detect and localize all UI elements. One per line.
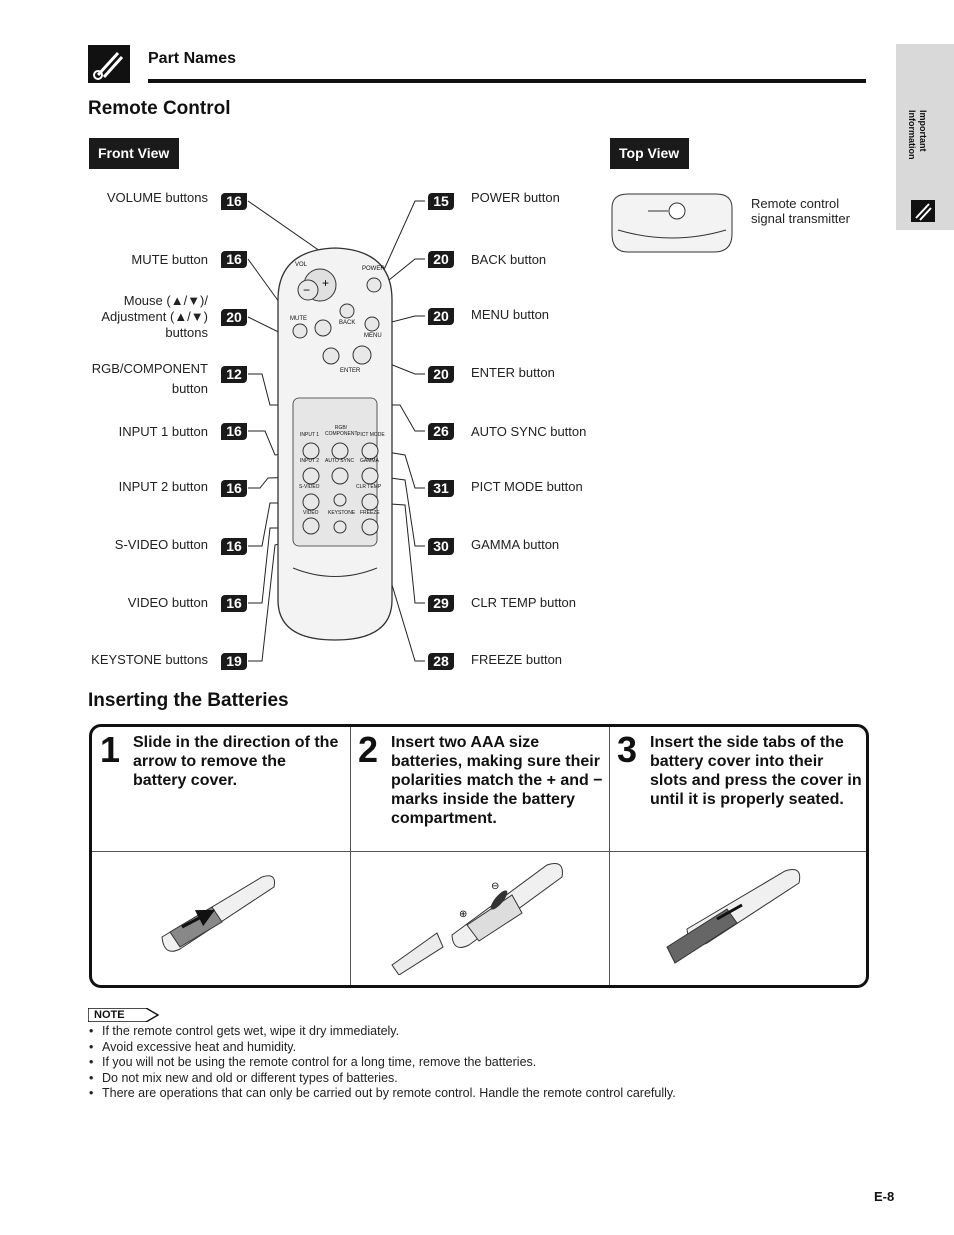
remote-label-menu: MENU	[364, 333, 382, 339]
list-item: Avoid excessive heat and humidity.	[88, 1040, 848, 1056]
remote-label-auto-sync: AUTO SYNC	[325, 458, 355, 464]
divider	[92, 851, 866, 852]
section-title: Part Names	[148, 50, 237, 67]
freeze-label: FREEZE button	[471, 652, 563, 667]
page-ref: 16	[221, 480, 247, 497]
remote-label-svideo: S-VIDEO	[299, 484, 320, 490]
svg-text:⊖: ⊖	[491, 881, 499, 892]
input1-label: INPUT 1 button	[118, 424, 208, 439]
wrench-icon	[88, 45, 130, 83]
svideo-label: S-VIDEO button	[114, 537, 208, 552]
step-number: 2	[358, 729, 379, 770]
list-item: If the remote control gets wet, wipe it …	[88, 1024, 848, 1040]
page-ref: 12	[221, 366, 247, 383]
remote-label-input1: INPUT 1	[300, 432, 320, 438]
auto-sync-label: AUTO SYNC button	[471, 424, 587, 439]
back-label: BACK button	[471, 252, 547, 267]
remote-battery-cover-illustration	[161, 875, 275, 952]
volume-label: VOLUME buttons	[106, 190, 208, 205]
remote-label-power: POWER	[362, 266, 385, 272]
step-text: Insert the side tabs of the battery cove…	[650, 734, 862, 808]
battery-steps: 1 Slide in the direction of the arrow to…	[89, 724, 869, 988]
divider	[350, 727, 351, 985]
page-ref: 20	[221, 309, 247, 326]
page-ref: 16	[221, 423, 247, 440]
page-ref: 31	[428, 480, 454, 497]
page-number: E-8	[874, 1189, 895, 1204]
list-item: There are operations that can only be ca…	[88, 1086, 848, 1102]
remote-label-input2: INPUT 2	[300, 458, 320, 464]
step-text: Insert two AAA size batteries, making su…	[391, 734, 603, 827]
remote-top-illustration	[611, 193, 733, 253]
remote-label-rgb: RGB/ COMPONENT	[325, 425, 358, 437]
mouse-adjust-label: Mouse (▲/▼)/ Adjustment (▲/▼) buttons	[101, 293, 208, 340]
gamma-label: GAMMA button	[471, 537, 560, 552]
keystone-label: KEYSTONE buttons	[91, 652, 208, 667]
page-ref: 16	[221, 595, 247, 612]
page-ref: 20	[428, 366, 454, 383]
remote-label-video: VIDEO	[303, 510, 319, 516]
battery-cover-replace-illustration	[666, 869, 801, 964]
front-view-tag: Front View	[89, 138, 180, 169]
remote-label-back: BACK	[339, 320, 356, 326]
note-label: NOTE	[94, 1009, 125, 1021]
batteries-heading: Inserting the Batteries	[88, 690, 289, 711]
battery-insertion-illustration: ⊕ ⊖	[391, 863, 563, 975]
remote-label-freeze: FREEZE	[360, 510, 380, 516]
divider	[609, 727, 610, 985]
remote-label-vol: VOL	[295, 262, 308, 268]
list-item: Do not mix new and old or different type…	[88, 1071, 848, 1087]
menu-label: MENU button	[471, 307, 550, 322]
svg-text:−: −	[303, 283, 310, 297]
input2-label: INPUT 2 button	[118, 479, 208, 494]
rgb-component-label: RGB/COMPONENT button	[91, 361, 208, 396]
side-tab-label: Important Information	[907, 110, 928, 160]
page-ref: 16	[221, 193, 247, 210]
step-text: Slide in the direction of the arrow to r…	[133, 734, 339, 789]
page-ref: 26	[428, 423, 454, 440]
remote-label-mute: MUTE	[290, 316, 307, 322]
clr-temp-label: CLR TEMP button	[471, 595, 577, 610]
remote-label-enter: ENTER	[340, 368, 361, 374]
top-view-tag: Top View	[610, 138, 690, 169]
signal-transmitter-label: Remote control signal transmitter	[751, 196, 850, 226]
wrench-icon	[911, 200, 935, 222]
remote-label-keystone: KEYSTONE	[328, 510, 356, 516]
remote-label-pict-mode: PICT MODE	[357, 432, 385, 438]
mute-label: MUTE button	[131, 252, 208, 267]
note-badge: NOTE	[87, 1007, 160, 1027]
remote-control-heading: Remote Control	[88, 98, 231, 119]
step-number: 3	[617, 729, 638, 770]
pict-mode-label: PICT MODE button	[471, 479, 583, 494]
list-item: If you will not be using the remote cont…	[88, 1055, 848, 1071]
page-ref: 15	[428, 193, 454, 210]
remote-label-clr-temp: CLR TEMP	[356, 484, 382, 490]
page-ref: 30	[428, 538, 454, 555]
page-ref: 29	[428, 595, 454, 612]
svg-text:+: +	[322, 276, 329, 290]
page-ref: 16	[221, 538, 247, 555]
power-label: POWER button	[471, 190, 560, 205]
svg-text:⊕: ⊕	[459, 909, 467, 920]
page-ref: 20	[428, 251, 454, 268]
page-ref: 16	[221, 251, 247, 268]
remote-label-gamma: GAMMA	[360, 458, 379, 464]
page-ref: 28	[428, 653, 454, 670]
remote-front-illustration: − +	[247, 200, 425, 662]
step-number: 1	[100, 729, 121, 770]
page-ref: 20	[428, 308, 454, 325]
page-ref: 19	[221, 653, 247, 670]
header-rule	[148, 79, 866, 83]
notes-list: If the remote control gets wet, wipe it …	[88, 1024, 848, 1102]
enter-label: ENTER button	[471, 365, 555, 380]
side-tab: Important Information	[896, 44, 954, 230]
video-label: VIDEO button	[127, 595, 208, 610]
